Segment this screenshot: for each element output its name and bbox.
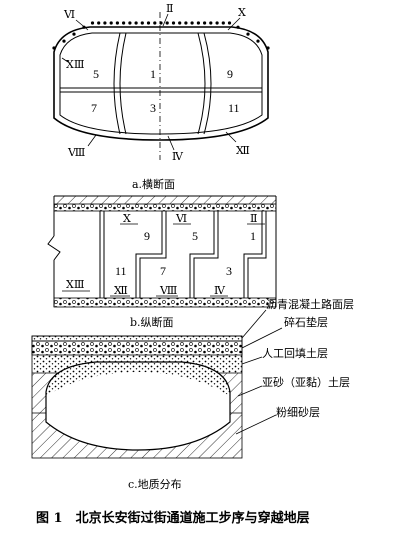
long-cell-7: 7 (160, 264, 166, 278)
wall-b2 (139, 211, 167, 298)
cell-9: 9 (227, 67, 233, 81)
cell-3: 3 (150, 101, 156, 115)
long-marker-VIII: Ⅷ (159, 285, 177, 297)
leader-II (162, 13, 169, 27)
asphalt-layer (31, 335, 243, 342)
tunnel-crown-fill (46, 362, 230, 396)
leader-fine-sand (235, 414, 277, 435)
wall-d (243, 211, 263, 298)
cross-section-left-wall-inner (119, 32, 127, 135)
cross-section-studs (52, 21, 270, 50)
long-cell-5: 5 (192, 229, 198, 243)
stud (184, 21, 188, 25)
leader-X (227, 17, 241, 31)
label-gravel: 碎石垫层 (284, 315, 328, 329)
longitudinal-section: Ⅹ Ⅵ Ⅱ 9 5 1 11 7 3 ⅩⅢ Ⅻ Ⅷ Ⅳ b.纵断面 (47, 195, 277, 329)
marker-XIII: ⅩⅢ (66, 59, 84, 71)
stud (153, 21, 157, 25)
stud (256, 39, 260, 43)
stud (190, 21, 194, 25)
stud (203, 21, 207, 25)
stud (196, 21, 200, 25)
stud (97, 21, 101, 25)
marker-X: Ⅹ (238, 7, 246, 19)
bottom-slab (53, 297, 277, 308)
stud (109, 21, 113, 25)
label-fine-sand: 粉细砂层 (276, 406, 320, 419)
break-mark (47, 235, 61, 261)
marker-VI: Ⅵ (63, 9, 75, 21)
stud (134, 21, 138, 25)
long-cell-11: 11 (115, 264, 127, 278)
label-fill: 人工回填土层 (262, 346, 328, 360)
cell-5: 5 (93, 67, 99, 81)
stud (227, 21, 232, 25)
stud (221, 21, 225, 25)
long-marker-II: Ⅱ (250, 213, 257, 225)
leader-VIII (87, 134, 97, 147)
cross-section-right-wall-inner (197, 32, 206, 135)
long-marker-IV: Ⅳ (214, 285, 226, 297)
long-marker-X: Ⅹ (123, 213, 131, 225)
wall-b (135, 211, 163, 298)
gravel-layer (31, 340, 243, 356)
leader-XIII (61, 57, 69, 63)
long-cell-3: 3 (226, 264, 232, 278)
leader-asphalt (241, 309, 267, 339)
stud (72, 32, 76, 36)
cross-section-caption: a.横断面 (132, 177, 175, 191)
cross-section-inner-lining (59, 32, 263, 135)
long-cell-1: 1 (250, 229, 256, 243)
stud (165, 21, 169, 25)
long-cell-9: 9 (144, 229, 150, 243)
geology-frame (31, 335, 243, 459)
stud (246, 32, 250, 36)
label-asphalt: 沥青混凝土路面层 (266, 297, 354, 311)
long-marker-VI: Ⅵ (175, 213, 187, 225)
marker-VIII: Ⅷ (67, 147, 85, 159)
stud (171, 21, 176, 25)
leader-fill (241, 356, 263, 365)
stud (178, 21, 182, 25)
cell-7: 7 (91, 101, 97, 115)
leader-gravel (241, 327, 283, 349)
long-marker-XII: Ⅻ (114, 285, 128, 297)
marker-II: Ⅱ (166, 3, 173, 15)
cell-1: 1 (150, 67, 156, 81)
stud (103, 21, 107, 25)
stud (122, 21, 126, 25)
stud (62, 39, 66, 43)
long-marker-XIII: ⅩⅢ (66, 279, 84, 291)
stud (146, 21, 151, 25)
wall-d2 (247, 211, 267, 298)
stud (90, 21, 95, 25)
figure-caption: 图 1 北京长安街过街通道施工步序与穿越地层 (36, 510, 310, 526)
geology-section: 沥青混凝土路面层 碎石垫层 人工回填土层 亚砂（亚黏）土层 粉细砂层 c.地质分… (31, 297, 354, 491)
cross-section-right-wall-outer (203, 32, 212, 135)
label-sandy-clay: 亚砂（亚黏）土层 (262, 375, 350, 389)
leader-sandy-clay (237, 385, 263, 397)
leader-IV (167, 135, 175, 151)
marker-IV: Ⅳ (172, 151, 184, 163)
cross-section-outer-lining (53, 26, 269, 141)
stud (140, 21, 144, 25)
stud (115, 21, 119, 25)
wall-c (189, 211, 215, 298)
leader-VI (75, 19, 89, 31)
stud (209, 21, 213, 25)
wall-c2 (193, 211, 219, 298)
marker-XII: Ⅻ (236, 145, 250, 157)
cross-section: Ⅵ Ⅱ Ⅹ ⅩⅢ Ⅷ Ⅳ Ⅻ 5 1 9 7 3 11 a.横断面 (52, 3, 270, 191)
geology-caption: c.地质分布 (128, 478, 182, 491)
leader-XII (225, 131, 237, 143)
cross-section-left-wall-outer (113, 32, 121, 135)
stud (159, 21, 163, 25)
stud (215, 21, 219, 25)
top-ground-hatch (54, 196, 276, 204)
top-slab (53, 203, 277, 212)
longitudinal-section-caption: b.纵断面 (130, 315, 174, 329)
stud (128, 21, 132, 25)
cell-11: 11 (228, 101, 240, 115)
